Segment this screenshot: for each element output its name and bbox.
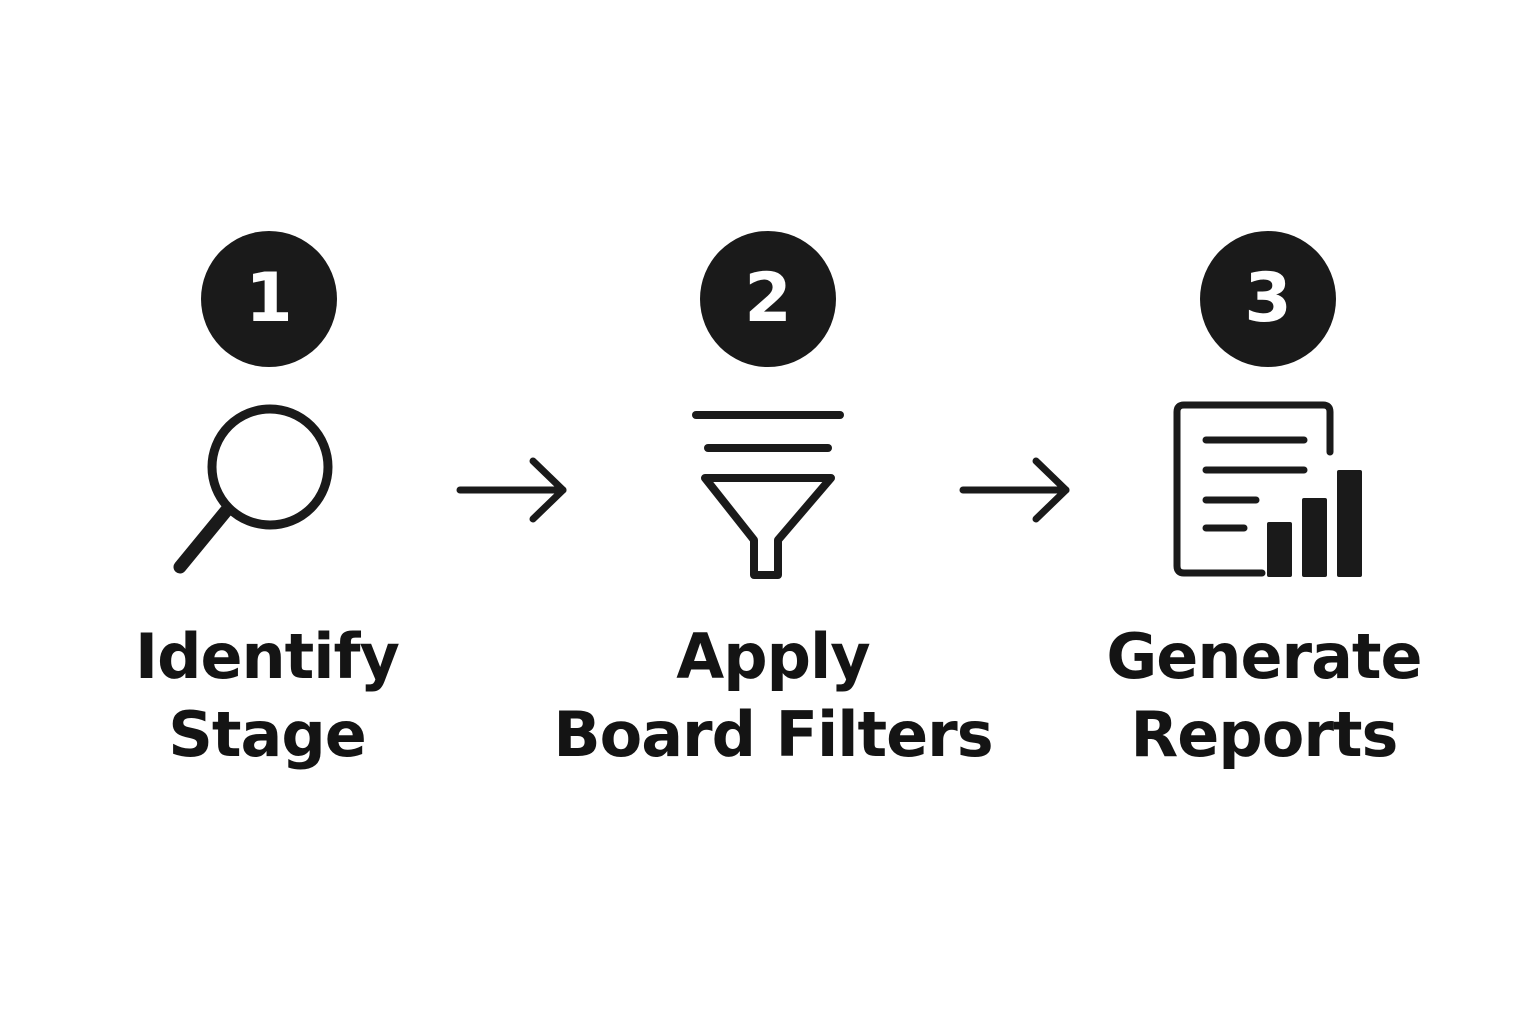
step-1-label: Identify Stage (37, 618, 497, 774)
step-1-label-line-2: Stage (168, 698, 367, 771)
funnel-filter-icon (692, 411, 844, 579)
step-2-number-badge: 2 (700, 231, 836, 367)
arrow-right-icon (959, 457, 1070, 523)
report-chart-icon (1173, 401, 1362, 577)
step-2-label: Apply Board Filters (543, 618, 1003, 774)
step-2-label-line-2: Board Filters (553, 698, 993, 771)
step-1-label-line-1: Identify (135, 620, 400, 693)
step-3-number: 3 (1244, 259, 1292, 338)
step-3-label-line-1: Generate (1106, 620, 1422, 693)
magnifier-icon (173, 404, 333, 574)
step-2-number: 2 (744, 259, 792, 338)
step-3-number-badge: 3 (1200, 231, 1336, 367)
step-3-label: Generate Reports (1034, 618, 1494, 774)
step-3-label-line-2: Reports (1130, 698, 1399, 771)
step-1-number-badge: 1 (201, 231, 337, 367)
arrow-right-icon (456, 457, 567, 523)
step-1-number: 1 (245, 259, 293, 338)
step-2-label-line-1: Apply (676, 620, 870, 693)
